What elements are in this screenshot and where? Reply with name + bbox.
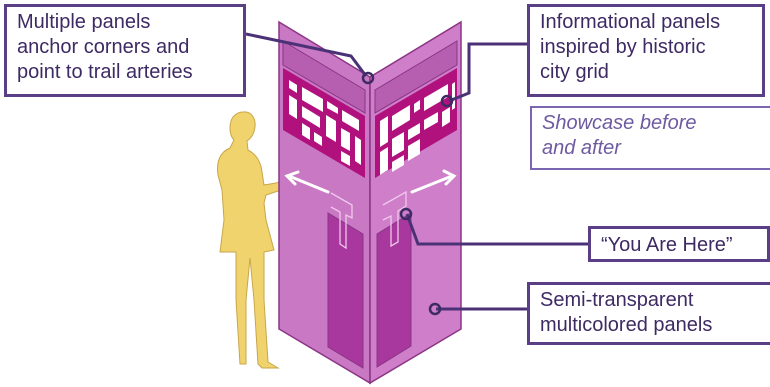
leader-dots bbox=[361, 71, 454, 316]
person-figure bbox=[217, 111, 290, 369]
callout-text-line: Showcase before bbox=[542, 112, 697, 134]
callout-text-line: Informational panels bbox=[540, 11, 721, 33]
callout-text-line: point to trail arteries bbox=[17, 61, 193, 83]
callout-showcase: Showcase before and after bbox=[530, 106, 770, 170]
city-grid-left bbox=[283, 68, 365, 178]
city-grid-right bbox=[375, 68, 457, 178]
callout-multiple-panels: Multiple panels anchor corners and point… bbox=[4, 4, 246, 97]
leader-lines bbox=[245, 32, 588, 311]
you-are-here-map bbox=[330, 190, 407, 250]
callout-text-line: and after bbox=[542, 137, 621, 159]
callout-informational-panels: Informational panels inspired by histori… bbox=[527, 4, 765, 97]
callout-text-line: city grid bbox=[540, 61, 609, 83]
callout-text-line: Semi-transparent bbox=[540, 289, 694, 311]
callout-semi-transparent-panels: Semi-transparent multicolored panels bbox=[527, 282, 770, 345]
callout-text-line: anchor corners and bbox=[17, 36, 190, 58]
callout-you-are-here: “You Are Here” bbox=[588, 226, 770, 262]
callout-text-line: “You Are Here” bbox=[601, 234, 733, 256]
dot-here bbox=[399, 207, 413, 221]
dot-panel bbox=[428, 302, 442, 316]
trail-arrows bbox=[284, 169, 457, 194]
callout-text-line: inspired by historic bbox=[540, 36, 706, 58]
dot-corner bbox=[361, 71, 375, 85]
dot-grid bbox=[440, 94, 454, 108]
callout-text-line: multicolored panels bbox=[540, 314, 713, 336]
callout-text-line: Multiple panels bbox=[17, 11, 151, 33]
